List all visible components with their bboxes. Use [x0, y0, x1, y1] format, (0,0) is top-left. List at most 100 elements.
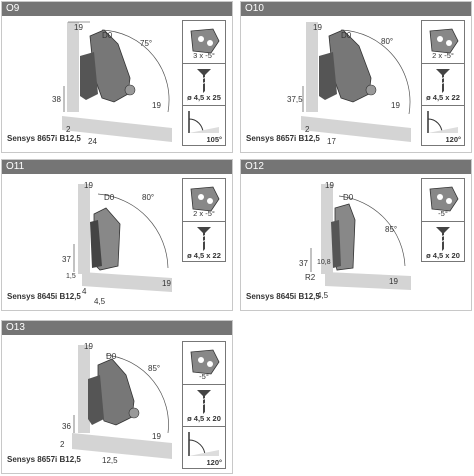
panel-o9-header: O9 [2, 2, 232, 16]
opening-arc [97, 193, 169, 269]
opening-arc [338, 195, 406, 267]
screw-icon [436, 227, 450, 251]
screw-icon [436, 69, 450, 93]
adjust-plate-icon [190, 186, 220, 212]
dim-bottom-b: 4,5 [94, 297, 106, 306]
adjust-label: -5° [438, 209, 448, 218]
spec-sidebar: 3 x -5° ø 4,5 x 25 105° [182, 20, 226, 146]
panel-o11-header: O11 [2, 160, 232, 174]
screw-icon [197, 227, 211, 251]
opening-angle-label: 75° [140, 39, 152, 48]
panel-o13: O13 19 D0 85° 36 2 12,5 19 Sensys 8657i … [1, 320, 233, 474]
screw-label: ø 4,5 x 25 [187, 93, 221, 102]
opening-angle-value: 120° [206, 458, 222, 467]
dim-bottom-a: 2 [305, 125, 310, 134]
hinge-cup [124, 84, 136, 96]
screw-label: ø 4,5 x 22 [187, 251, 221, 260]
dim-bottom-a: 2 [66, 125, 71, 134]
panel-o12: O12 19 D0 85° 37 10,8 R2 4,5 19 Sensys 8… [240, 159, 472, 311]
screw-label: ø 4,5 x 22 [426, 93, 460, 102]
screw-label: ø 4,5 x 20 [187, 414, 221, 423]
dim-d0: D0 [102, 31, 113, 40]
hinge-cup [128, 407, 140, 419]
dim-bottom-b: 17 [327, 137, 336, 146]
dim-bottom-b: 24 [88, 137, 97, 146]
dim-height: 37 [62, 255, 71, 264]
dim-height: 37 [299, 259, 308, 268]
dim-height-2: 1,5 [66, 273, 76, 280]
adjust-plate-icon [429, 28, 459, 54]
hinge-diagram-o11: 19 D0 80° 37 1,5 4 4,5 19 [62, 181, 172, 306]
panel-o13-header: O13 [2, 321, 232, 335]
opening-angle-label: 80° [381, 37, 393, 46]
screw-icon [197, 390, 211, 414]
dim-height: 38 [52, 95, 61, 104]
dim-top: 19 [325, 181, 334, 190]
hinge-plate [331, 220, 341, 268]
dim-height: 37,5 [287, 95, 303, 104]
dim-d0: D0 [104, 193, 115, 202]
cabinet-side-panel [78, 345, 90, 433]
opening-angle-value: 105° [206, 135, 222, 144]
door-panel [62, 116, 172, 142]
opening-arc [105, 354, 169, 434]
spec-sidebar: -5° ø 4,5 x 20 [421, 178, 465, 262]
dim-bottom-b: 4,5 [317, 291, 329, 300]
hinge-plate [88, 375, 104, 425]
hinge-model-label: Sensys 8645i B12,5 [7, 292, 81, 301]
adjust-plate-icon [429, 186, 459, 212]
hinge-cup [365, 84, 377, 96]
hinge-plate [319, 52, 337, 100]
panel-o10: O10 19 D0 80° 37,5 2 17 19 Sensys 8657i … [240, 1, 472, 153]
dim-right: 19 [391, 101, 400, 110]
opening-range-icon [188, 111, 219, 134]
dim-right: 19 [389, 277, 398, 286]
dim-right: 19 [152, 432, 161, 441]
door-panel [72, 433, 172, 459]
spec-sidebar: -5° ø 4,5 x 20 120° [182, 341, 226, 469]
door-panel [325, 272, 411, 290]
adjust-label: 2 x -5° [193, 209, 215, 218]
opening-arc [340, 29, 411, 115]
dim-height: 36 [62, 422, 71, 431]
dim-d0: D0 [106, 352, 117, 361]
opening-angle-label: 80° [142, 193, 154, 202]
hinge-plate [80, 52, 98, 100]
dim-height-2: 10,8 [317, 259, 331, 266]
opening-arc [101, 29, 170, 113]
dim-top: 19 [84, 181, 93, 190]
panel-o12-header: O12 [241, 160, 471, 174]
adjust-label: -5° [199, 372, 209, 381]
dim-bottom-b: 12,5 [102, 456, 118, 465]
dim-bottom-a: 2 [60, 440, 65, 449]
dim-d0: D0 [343, 193, 354, 202]
screw-icon [197, 69, 211, 93]
panel-o9: O9 19 D0 75° 38 2 24 19 Sensys 8657i B12… [1, 1, 233, 153]
hinge-plate [90, 220, 102, 268]
adjust-label: 2 x -5° [432, 51, 454, 60]
cabinet-side-panel [67, 22, 79, 112]
cabinet-side-panel [321, 184, 333, 274]
opening-angle-label: 85° [385, 225, 397, 234]
hinge-model-label: Sensys 8657i B12,5 [7, 134, 81, 143]
dim-top: 19 [313, 23, 322, 32]
dim-top: 19 [74, 23, 83, 32]
opening-angle-value: 120° [445, 135, 461, 144]
opening-range-icon [427, 111, 458, 134]
hinge-model-label: Sensys 8657i B12,5 [7, 455, 81, 464]
spec-sidebar: 2 x -5° ø 4,5 x 22 [182, 178, 226, 262]
adjust-label: 3 x -5° [193, 51, 215, 60]
dim-radius: R2 [305, 273, 316, 282]
opening-angle-label: 85° [148, 364, 160, 373]
hinge-diagram-o13: 19 D0 85° 36 2 12,5 19 [60, 342, 172, 465]
hinge-diagram-o9: 19 D0 75° 38 2 24 19 [52, 21, 172, 146]
opening-range-icon [188, 432, 219, 457]
hinge-model-label: Sensys 8657i B12,5 [246, 134, 320, 143]
screw-label: ø 4,5 x 20 [426, 251, 460, 260]
dim-right: 19 [162, 279, 171, 288]
hinge-diagram-o10: 19 D0 80° 37,5 2 17 19 [287, 22, 411, 146]
door-panel [82, 272, 172, 292]
cabinet-side-panel [306, 22, 318, 112]
hinge-diagram-o12: 19 D0 85° 37 10,8 R2 4,5 19 [299, 181, 411, 300]
panel-o10-header: O10 [241, 2, 471, 16]
